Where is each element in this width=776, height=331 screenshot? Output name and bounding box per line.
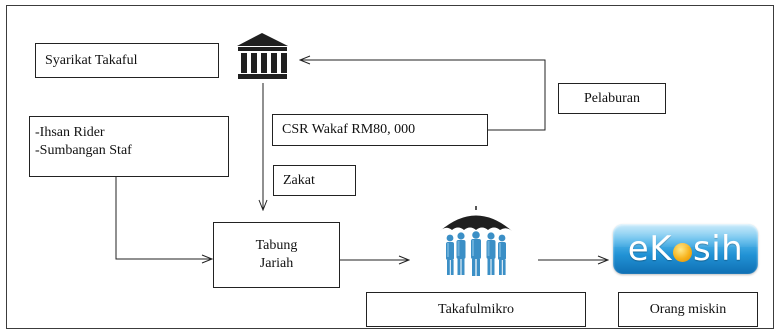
ekasih-logo-mark-icon (673, 242, 692, 262)
zakat-label: Zakat (283, 172, 315, 188)
ihsan-rider-label: -Ihsan Rider (35, 125, 105, 140)
orang-miskin-box: Orang miskin (618, 292, 758, 327)
tabung-jariah-line2: Jariah (259, 256, 294, 271)
sumbangan-staf-label: -Sumbangan Staf (35, 143, 132, 158)
syarikat-takaful-label: Syarikat Takaful (45, 52, 138, 68)
ekasih-logo-text-start: eK (627, 229, 672, 269)
zakat-box: Zakat (273, 165, 356, 196)
ekasih-logo-text-end: sih (693, 229, 744, 269)
syarikat-takaful-box: Syarikat Takaful (35, 43, 219, 78)
csr-wakaf-box: CSR Wakaf RM80, 000 (272, 114, 488, 146)
takafulmikro-box: Takafulmikro (366, 292, 586, 327)
tabung-jariah-line1: Tabung (255, 238, 298, 253)
tabung-jariah-box: Tabung Jariah (213, 222, 340, 288)
ekasih-logo: eK sih (613, 224, 758, 274)
orang-miskin-label: Orang miskin (649, 301, 727, 317)
pelaburan-box: Pelaburan (558, 83, 666, 114)
pelaburan-label: Pelaburan (584, 90, 640, 106)
contribution-box: -Ihsan Rider -Sumbangan Staf (29, 116, 229, 177)
csr-wakaf-label: CSR Wakaf RM80, 000 (282, 122, 416, 137)
takafulmikro-label: Takafulmikro (438, 301, 514, 317)
